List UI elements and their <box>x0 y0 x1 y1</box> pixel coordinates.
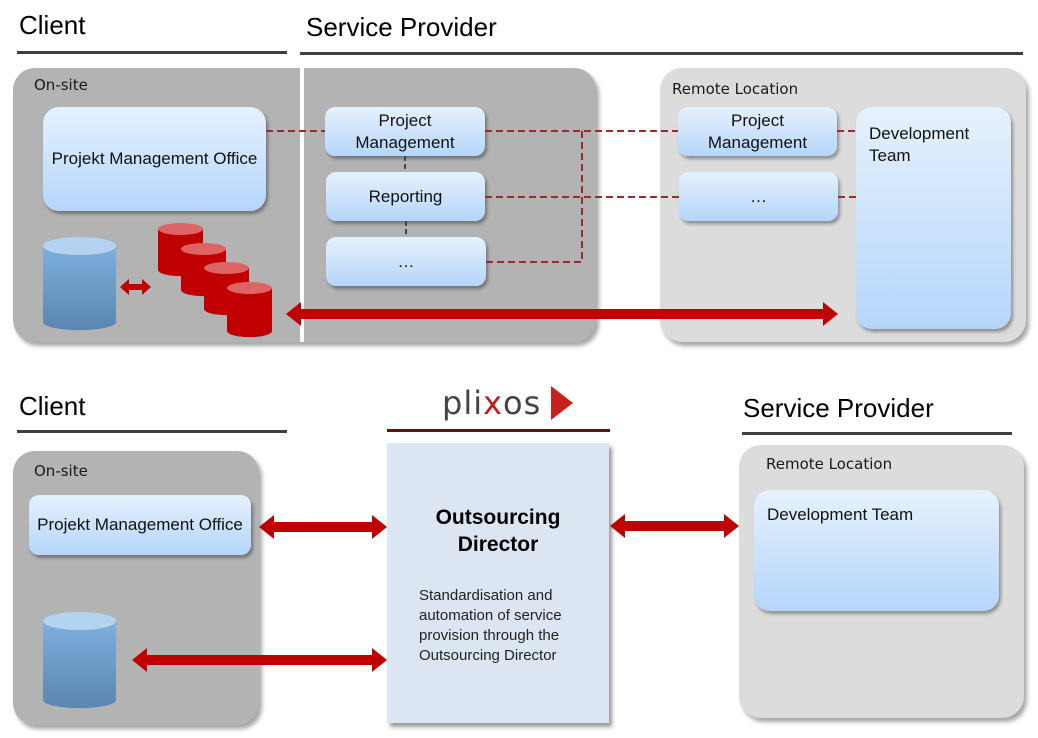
bottom-onsite-panel <box>13 451 259 725</box>
director-devteam-double-arrow <box>610 514 739 538</box>
top-pmo-box: Projekt Management Office <box>43 107 266 211</box>
provider-box-label: … <box>397 251 415 271</box>
outsourcing-director-box: Outsourcing Director Standardisation and… <box>387 443 609 723</box>
top-provider-box-reporting: Reporting <box>326 172 485 221</box>
remote-box-label: … <box>750 186 767 206</box>
top-client-heading: Client <box>19 10 86 40</box>
bottom-client-heading: Client <box>19 391 86 421</box>
top-remote-label: Remote Location <box>672 80 799 98</box>
logo-accent: x <box>483 384 504 422</box>
bottom-provider-rule <box>742 432 1012 435</box>
bottom-pmo-box: Projekt Management Office <box>29 495 251 555</box>
top-client-rule <box>17 51 287 54</box>
bottom-dev-team-box: Development Team <box>754 490 999 611</box>
top-dev-team-box: Development Team <box>856 107 1011 329</box>
top-remote-box-project-management: Project Management <box>678 107 837 156</box>
director-title: Outsourcing Director <box>435 506 561 556</box>
logo-triangle-icon <box>551 386 574 420</box>
remote-box-label: Project Management <box>707 110 808 152</box>
top-onsite-label: On-site <box>34 76 88 94</box>
top-remote-box-more: … <box>679 172 838 221</box>
logo-suffix: os <box>503 384 542 422</box>
bottom-dev-team-label: Development Team <box>767 505 914 524</box>
logo-prefix: pli <box>442 384 484 422</box>
top-pmo-label: Projekt Management Office <box>51 149 258 168</box>
provider-box-label: Reporting <box>368 186 443 206</box>
top-provider-heading: Service Provider <box>306 12 497 42</box>
bottom-pmo-label: Projekt Management Office <box>37 515 243 534</box>
bottom-provider-heading: Service Provider <box>743 393 934 423</box>
director-description: Standardisation and automation of servic… <box>419 587 562 664</box>
top-provider-rule <box>300 52 1023 55</box>
bottom-remote-label: Remote Location <box>766 455 893 473</box>
client-provider-separator <box>300 68 304 342</box>
top-provider-box-more: … <box>326 237 486 286</box>
pmo-director-double-arrow <box>259 515 387 539</box>
provider-box-label: Project Management <box>355 110 455 152</box>
logo-rule <box>387 429 610 432</box>
bottom-client-rule <box>17 430 287 433</box>
top-dev-team-label: Development Team <box>869 124 970 165</box>
top-provider-box-project-management: Project Management <box>325 107 485 156</box>
bottom-onsite-label: On-site <box>34 462 88 480</box>
